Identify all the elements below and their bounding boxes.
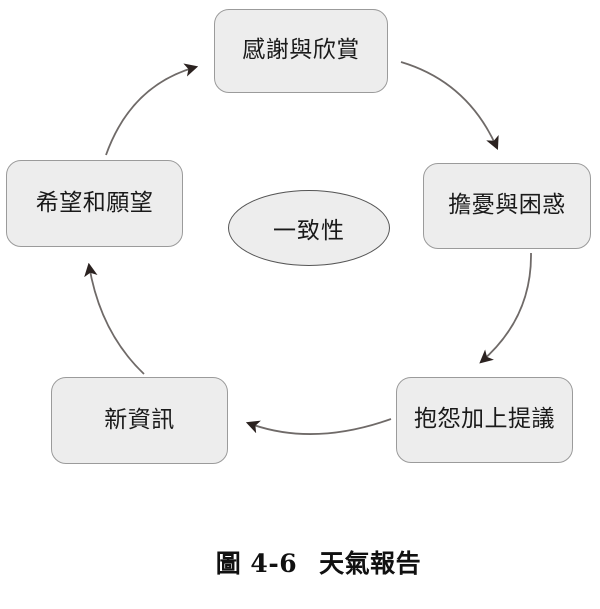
- figure-caption: 圖 4-6 天氣報告: [0, 515, 600, 609]
- arrow-complaint-to-newinfo: [245, 418, 392, 435]
- arrow-newinfo-to-hopes: [84, 262, 145, 375]
- node-hopes-and-wishes-label: 希望和願望: [35, 189, 154, 216]
- node-gratitude-label: 感謝與欣賞: [242, 37, 360, 64]
- node-congruence-ellipse[interactable]: 一致性: [228, 190, 390, 266]
- arrow-hopes-to-gratitude: [105, 63, 199, 156]
- node-complaint-label: 抱怨加上提議: [414, 406, 555, 433]
- node-hopes-and-wishes[interactable]: 希望和願望: [6, 160, 183, 247]
- node-complaint[interactable]: 抱怨加上提議: [396, 377, 573, 463]
- node-worry[interactable]: 擔憂與困惑: [423, 163, 591, 249]
- arrow-gratitude-to-worry: [400, 61, 499, 151]
- figure-caption-title: 天氣報告: [319, 549, 422, 578]
- node-new-information-label: 新資訊: [104, 406, 175, 433]
- node-worry-label: 擔憂與困惑: [448, 192, 566, 219]
- arrow-worry-to-complaint: [479, 252, 532, 364]
- node-new-information[interactable]: 新資訊: [51, 377, 228, 464]
- figure-caption-number: 圖 4-6: [215, 549, 298, 578]
- node-gratitude[interactable]: 感謝與欣賞: [214, 9, 388, 93]
- node-congruence-label: 一致性: [273, 218, 345, 244]
- weather-report-cycle-figure: 感謝與欣賞 擔憂與困惑 抱怨加上提議 新資訊 希望和願望 一致性 圖 4-6 天氣…: [6, 9, 591, 578]
